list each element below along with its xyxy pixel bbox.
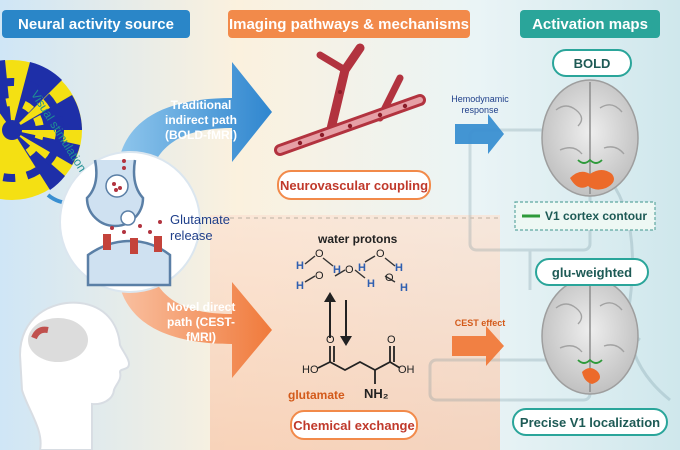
glutamate-nh2-label: NH₂ <box>364 386 389 401</box>
traditional-path-label: Traditional indirect path (BOLD-fMRI) <box>164 98 237 142</box>
checkerboard-icon <box>0 60 82 200</box>
glutamate-release-label: Glutamate release <box>170 212 230 243</box>
synapse-illustration <box>59 151 201 293</box>
cest-arrow <box>452 326 504 366</box>
glutamate-ho-label: HO <box>302 364 319 376</box>
header-neural-source-text: Neural activity source <box>18 15 174 33</box>
v1-contour-legend: V1 cortex contour <box>545 209 648 223</box>
water-h-7: H <box>400 282 408 294</box>
novel-path-label: Novel direct path (CEST-fMRI) <box>166 300 236 344</box>
chemical-exchange-box: Chemical exchange <box>290 410 418 440</box>
water-h-6: H <box>367 278 375 290</box>
water-h-2: H <box>333 264 341 276</box>
header-activation-maps: Activation maps <box>520 10 660 38</box>
head-icon <box>18 301 130 450</box>
glutamate-o-left: O <box>326 334 335 346</box>
header-activation-maps-text: Activation maps <box>532 15 648 33</box>
cest-effect-label: CEST effect <box>454 318 506 328</box>
bold-brain-map <box>541 79 639 197</box>
water-o-1: O <box>315 248 324 260</box>
bold-map-label: BOLD <box>552 49 632 77</box>
precise-v1-label: Precise V1 localization <box>512 408 668 436</box>
water-o-2: O <box>376 248 385 260</box>
precise-v1-text: Precise V1 localization <box>519 414 661 430</box>
water-h-3: H <box>358 262 366 274</box>
glu-weighted-text: glu-weighted <box>551 264 633 280</box>
indirect-path-arrow <box>118 62 272 175</box>
hemodynamic-arrow <box>455 114 504 154</box>
water-h-5: H <box>296 280 304 292</box>
bold-map-text: BOLD <box>573 55 611 71</box>
water-protons-label: water protons <box>318 232 398 246</box>
neurovascular-coupling-text: Neurovascular coupling <box>279 177 429 193</box>
water-h-4: H <box>395 262 403 274</box>
water-o-4: O <box>315 270 324 282</box>
chemical-exchange-text: Chemical exchange <box>293 417 415 433</box>
header-imaging-pathways: Imaging pathways & mechanisms <box>228 10 470 38</box>
header-imaging-pathways-text: Imaging pathways & mechanisms <box>228 15 470 33</box>
glutamate-name-label: glutamate <box>288 388 345 402</box>
water-o-3: O <box>345 264 354 276</box>
blood-vessel-illustration <box>274 43 426 156</box>
neurovascular-coupling-box: Neurovascular coupling <box>277 170 431 200</box>
glu-brain-map <box>541 277 639 395</box>
header-neural-source: Neural activity source <box>2 10 190 38</box>
water-h-1: H <box>296 260 304 272</box>
hemodynamic-response-label: Hemodynamic response <box>451 94 509 115</box>
water-o-5: O <box>385 272 394 284</box>
glutamate-oh-label: OH <box>398 364 415 376</box>
glu-weighted-label: glu-weighted <box>535 258 649 286</box>
glutamate-o-right: O <box>387 334 396 346</box>
direct-path-arrow <box>118 268 272 378</box>
